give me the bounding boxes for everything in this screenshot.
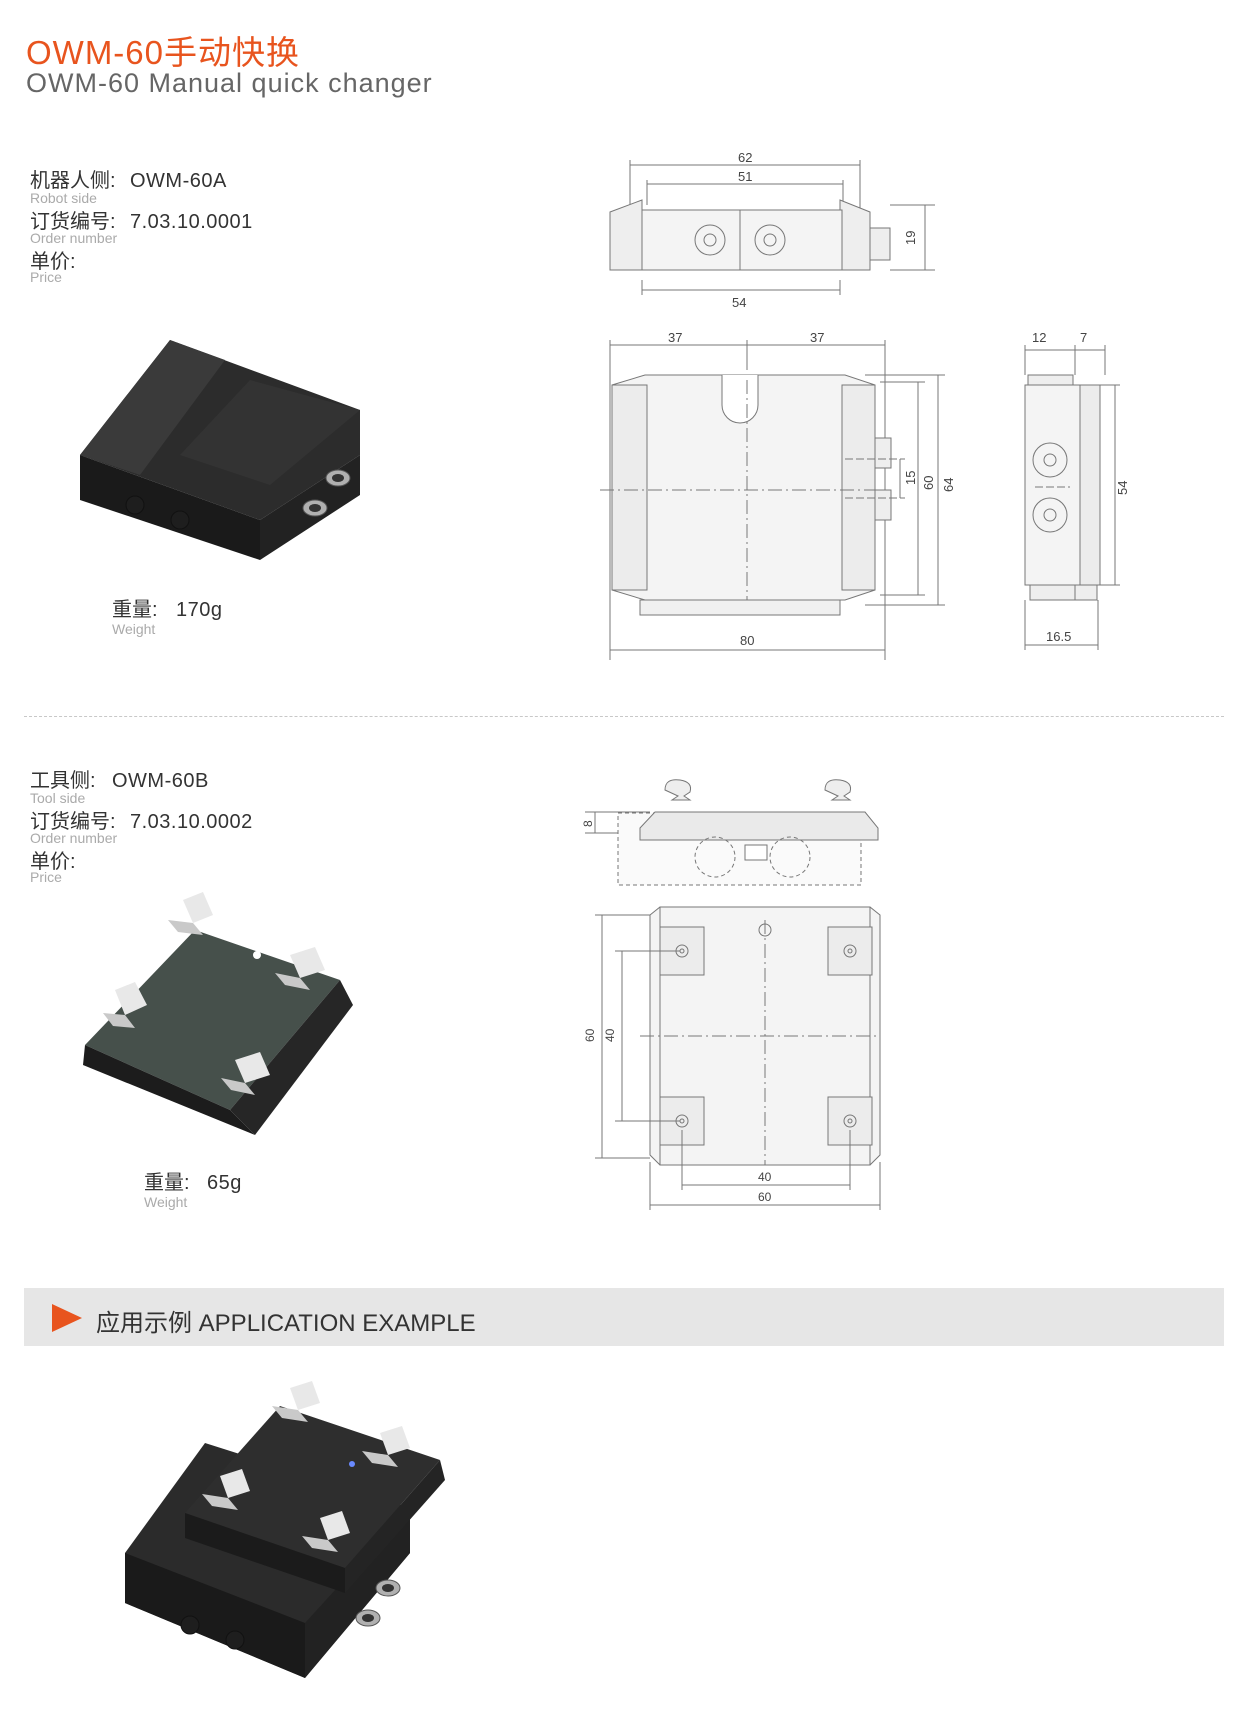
dim-60-horizontal: 60 xyxy=(758,1190,772,1204)
robot-weight-value: 170g xyxy=(176,599,223,621)
robot-side-model: OWM-60A xyxy=(130,170,227,192)
tool-top-view xyxy=(585,779,879,886)
tool-side-render xyxy=(83,892,353,1135)
tool-side-sublabel: Tool side xyxy=(30,790,86,806)
clamp-block xyxy=(362,1426,410,1467)
tool-side-model: OWM-60B xyxy=(112,770,209,792)
robot-side-render xyxy=(80,340,360,560)
clamp-block xyxy=(272,1381,320,1422)
tool-order-sublabel: Order number xyxy=(30,830,118,846)
dim-15: 15 xyxy=(903,471,918,485)
page-title: OWM-60手动快换 xyxy=(26,34,300,71)
section-divider xyxy=(24,716,1224,717)
robot-order-number: 7.03.10.0001 xyxy=(130,211,253,233)
tool-weight-value: 65g xyxy=(207,1172,242,1194)
mount-slot xyxy=(659,926,705,976)
robot-side-drawings: 62 51 54 19 37 37 15 60 64 80 xyxy=(600,150,956,660)
tool-side-drawings: 8 60 40 40 60 xyxy=(581,779,881,1210)
clamp-block xyxy=(302,1511,350,1552)
tool-side-label: 工具侧: xyxy=(30,770,96,792)
dim-37-left: 37 xyxy=(668,330,682,345)
dim-7: 7 xyxy=(1080,330,1087,345)
tool-plan-view xyxy=(595,906,881,1210)
robot-order-sublabel: Order number xyxy=(30,230,118,246)
tool-order-number: 7.03.10.0002 xyxy=(130,811,253,833)
dim-62: 62 xyxy=(738,150,752,165)
pin-connector xyxy=(355,1579,401,1627)
robot-price-sublabel: Price xyxy=(30,269,62,285)
robot-order-label: 订货编号: xyxy=(30,211,116,233)
dim-51: 51 xyxy=(738,169,752,184)
application-banner xyxy=(24,1288,1224,1346)
dim-40-vertical: 40 xyxy=(603,1028,617,1042)
tool-weight-label: 重量: xyxy=(144,1172,190,1194)
clamp-block xyxy=(168,892,213,935)
application-title: 应用示例 APPLICATION EXAMPLE xyxy=(96,1310,476,1337)
robot-weight-sublabel: Weight xyxy=(112,621,156,637)
robot-top-view xyxy=(609,160,935,295)
dim-54-side: 54 xyxy=(1115,481,1130,495)
robot-side-label: 机器人侧: xyxy=(30,170,116,192)
dim-12: 12 xyxy=(1032,330,1046,345)
clamp-block xyxy=(103,982,147,1028)
dim-19: 19 xyxy=(903,231,918,245)
page-subtitle: OWM-60 Manual quick changer xyxy=(26,68,433,98)
robot-price-label: 单价: xyxy=(30,251,76,273)
clamp-block xyxy=(221,1052,270,1095)
mount-slot xyxy=(827,926,873,976)
robot-front-view xyxy=(600,340,945,660)
robot-weight-label: 重量: xyxy=(112,599,158,621)
dim-60-vertical: 60 xyxy=(583,1028,597,1042)
dim-40-horizontal: 40 xyxy=(758,1170,772,1184)
pin-connector xyxy=(302,469,351,517)
tool-price-sublabel: Price xyxy=(30,869,62,885)
tool-weight-sublabel: Weight xyxy=(144,1194,188,1210)
dim-54: 54 xyxy=(732,295,746,310)
dim-64: 64 xyxy=(941,478,956,492)
dim-16-5: 16.5 xyxy=(1046,629,1071,644)
dim-80: 80 xyxy=(740,633,754,648)
robot-side-sublabel: Robot side xyxy=(30,190,97,206)
application-render xyxy=(125,1381,445,1678)
dim-37-right: 37 xyxy=(810,330,824,345)
dim-8: 8 xyxy=(581,820,595,827)
clamp-block xyxy=(202,1469,250,1510)
tool-order-label: 订货编号: xyxy=(30,811,116,833)
robot-side-view: 12 7 54 16.5 xyxy=(1024,330,1130,650)
clamp-block xyxy=(275,947,325,990)
dim-60: 60 xyxy=(921,476,936,490)
tool-price-label: 单价: xyxy=(30,851,76,873)
play-arrow-icon xyxy=(52,1304,82,1332)
